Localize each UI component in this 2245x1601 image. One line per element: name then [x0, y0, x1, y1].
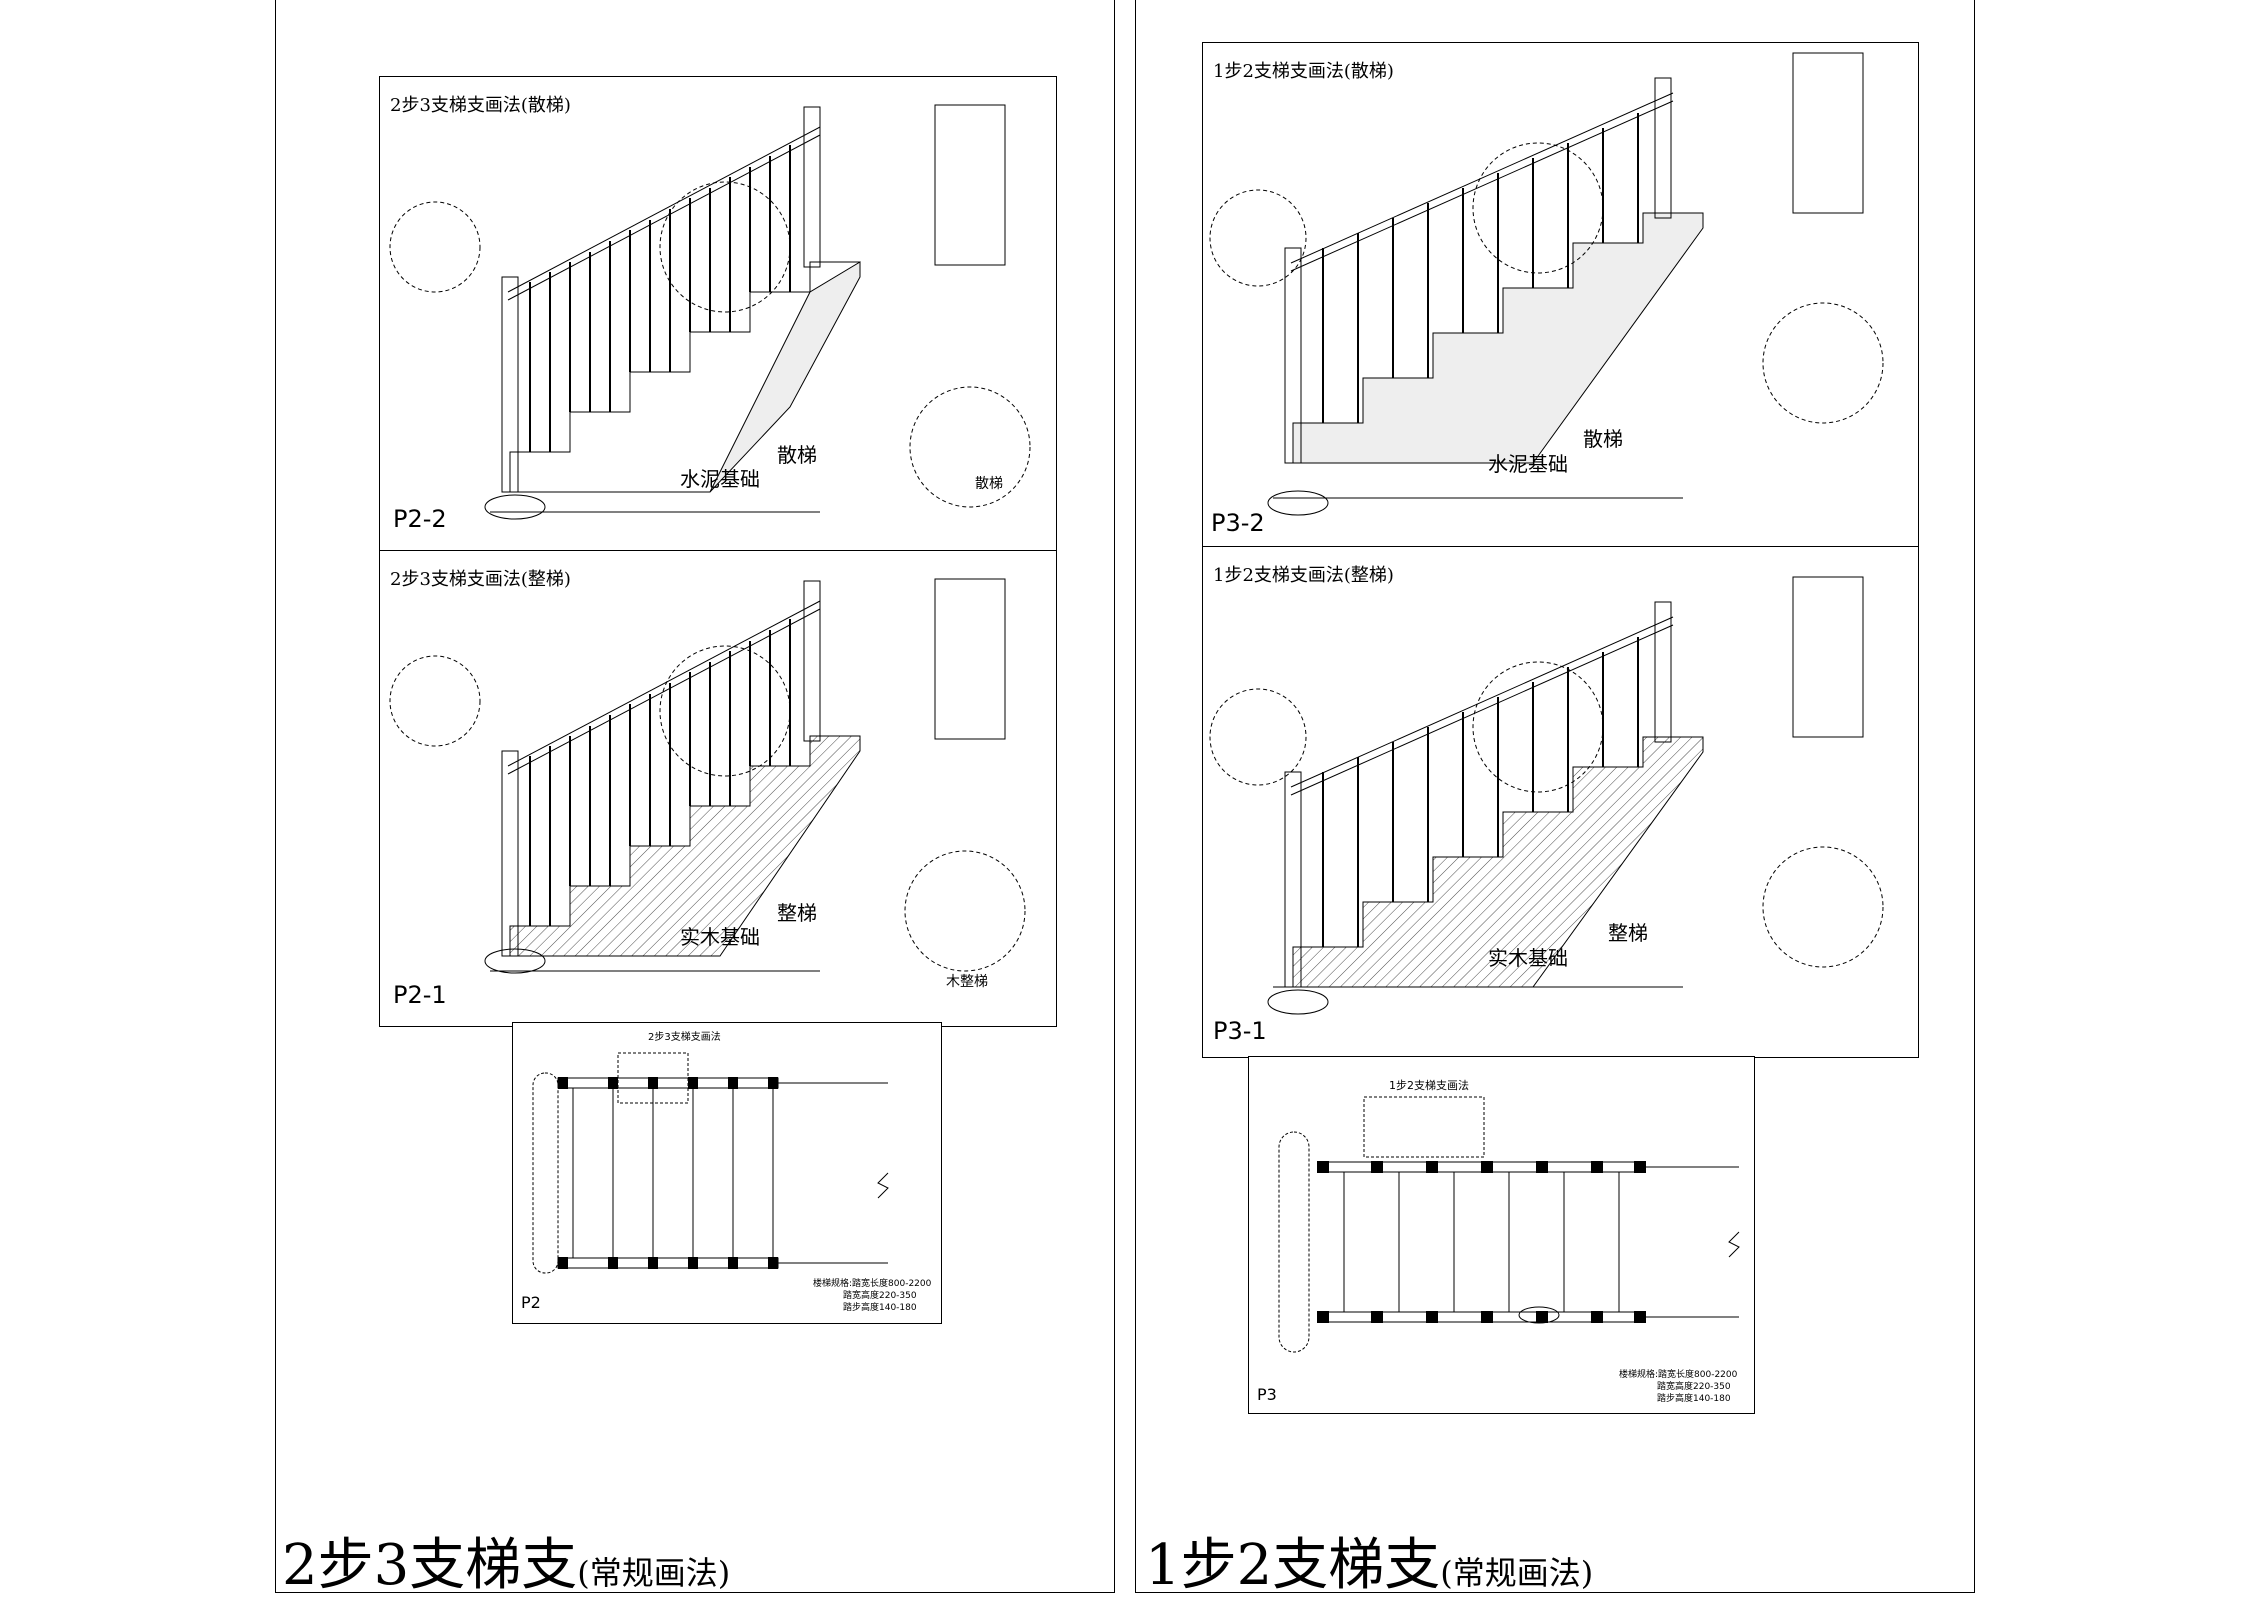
- spec-line-3: 踏步高度140-180: [1657, 1394, 1731, 1404]
- spec-line-1: 楼梯规格:踏宽长度800-2200: [1619, 1370, 1738, 1380]
- panel-p3: 1步2支梯支画法 楼梯规格:踏宽长度800-2200 踏宽高度220-350 踏…: [1248, 1056, 1755, 1414]
- base-label: 水泥基础: [680, 467, 760, 491]
- type-label: 整梯: [777, 901, 817, 925]
- panel-p3-2: 1步2支梯支画法(散梯) 水泥基础 散梯 P3-2: [1202, 42, 1919, 548]
- type-label: 散梯: [1583, 427, 1623, 451]
- panel-title: 1步2支梯支画法(整梯): [1213, 565, 1394, 586]
- sheet-title-right: 1步2支梯支(常规画法): [1145, 1520, 1593, 1601]
- footer-main: 2步3支梯支: [282, 1533, 578, 1598]
- panel-p2: 2步3支梯支画法 楼梯规格:踏宽长度800-2200 踏宽高度220-350 踏…: [512, 1022, 942, 1324]
- panel-title: 2步3支梯支画法(散梯): [390, 95, 571, 116]
- base-label: 实木基础: [1488, 946, 1568, 970]
- panel-code: P3: [1257, 1385, 1277, 1404]
- panel-code: P3-1: [1213, 1017, 1267, 1045]
- type-label: 整梯: [1608, 921, 1648, 945]
- stair-elevation-drawing: [389, 578, 1026, 974]
- spec-line-3: 踏步高度140-180: [843, 1303, 917, 1313]
- panel-title: 2步3支梯支画法(整梯): [390, 569, 571, 590]
- spec-line-2: 踏宽高度220-350: [843, 1291, 917, 1301]
- panel-p2-2: 2步3支梯支画法(散梯): [379, 76, 1057, 553]
- panel-title: 1步2支梯支画法: [1389, 1079, 1469, 1092]
- panel-title: 2步3支梯支画法: [648, 1032, 721, 1043]
- footer-main: 1步2支梯支: [1145, 1533, 1441, 1598]
- panel-p2-1: 2步3支梯支画法(整梯): [379, 550, 1057, 1027]
- panel-title: 1步2支梯支画法(散梯): [1213, 61, 1394, 82]
- stair-elevation-drawing: [1209, 52, 1884, 516]
- detail-label: 散梯: [975, 476, 1003, 492]
- type-label: 散梯: [777, 443, 817, 467]
- panel-p3-1: 1步2支梯支画法(整梯) 实木基础 整梯 P3-1: [1202, 546, 1919, 1058]
- panel-code: P2-2: [393, 505, 447, 533]
- detail-label: 木整梯: [946, 974, 988, 990]
- spec-line-1: 楼梯规格:踏宽长度800-2200: [813, 1279, 932, 1289]
- panel-code: P2: [521, 1293, 541, 1312]
- footer-sub: (常规画法): [1440, 1554, 1594, 1592]
- footer-sub: (常规画法): [577, 1554, 731, 1592]
- stair-plan-drawing: [1278, 1096, 1740, 1353]
- panel-code: P2-1: [393, 981, 447, 1009]
- spec-line-2: 踏宽高度220-350: [1657, 1382, 1731, 1392]
- stair-plan-drawing: [532, 1052, 889, 1274]
- stair-elevation-drawing: [389, 104, 1031, 520]
- panel-code: P3-2: [1211, 509, 1265, 537]
- base-label: 水泥基础: [1488, 452, 1568, 476]
- sheet-title-left: 2步3支梯支(常规画法): [282, 1520, 730, 1601]
- stair-elevation-drawing: [1209, 576, 1884, 1015]
- base-label: 实木基础: [680, 925, 760, 949]
